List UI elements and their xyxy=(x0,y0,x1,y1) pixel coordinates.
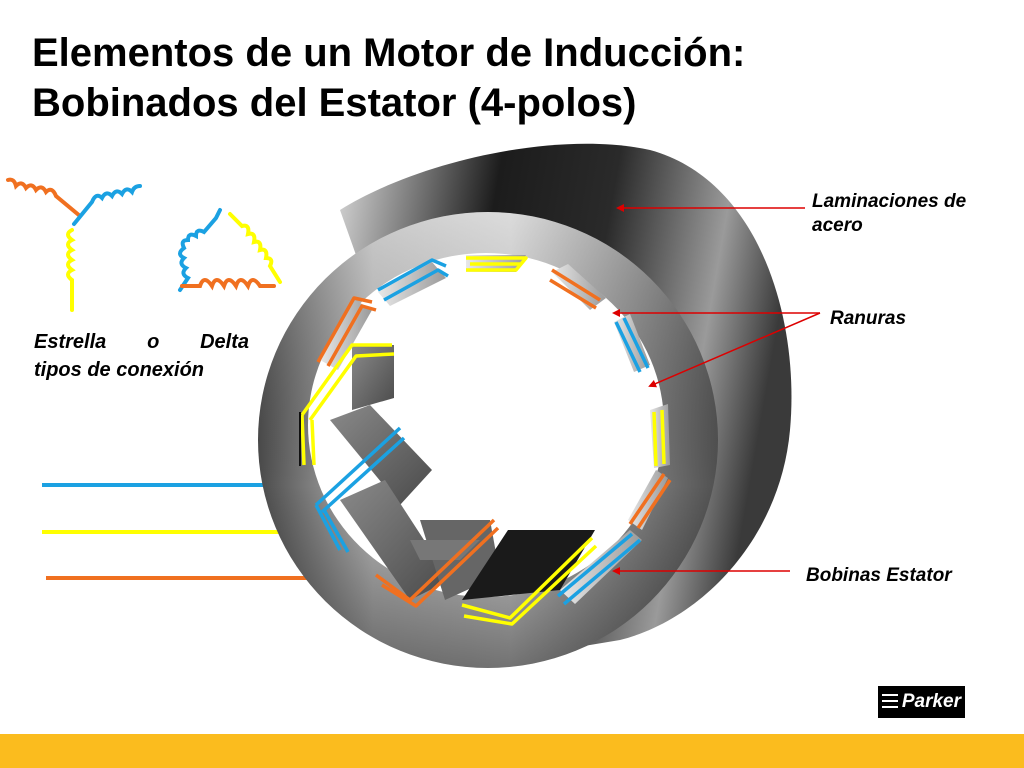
coil-blue-right xyxy=(614,321,642,373)
label-laminaciones: Laminaciones de acero xyxy=(812,190,966,238)
coil-yellow-right xyxy=(652,411,658,467)
coil-yellow-left xyxy=(300,343,392,417)
coil-orange-right-bottom xyxy=(628,473,666,525)
coil-blue-left xyxy=(314,426,402,507)
label-laminaciones-line2: acero xyxy=(812,215,863,236)
label-conexion-line2: tipos de conexión xyxy=(34,359,205,381)
title-line-2: Bobinados del Estator (4-polos) xyxy=(32,81,637,125)
star-connection-icon xyxy=(6,177,142,312)
label-conexion-line1: Estrella o Delta xyxy=(34,331,249,353)
stator-teeth xyxy=(330,345,595,600)
coil-yellow-bottom xyxy=(461,536,594,620)
coil-orange-right-top xyxy=(551,268,601,302)
coil-blue-bottom-right xyxy=(556,532,634,598)
parker-logo: Parker xyxy=(878,686,965,718)
title-line-1: Elementos de un Motor de Inducción: xyxy=(32,31,746,75)
delta-connection-icon xyxy=(178,208,282,292)
coil-orange-left xyxy=(316,296,373,363)
label-bobinas: Bobinas Estator xyxy=(806,565,952,586)
logo-stripes xyxy=(882,694,898,712)
label-laminaciones-line1: Laminaciones de xyxy=(812,191,967,212)
coil-blue-upper-left xyxy=(377,258,447,292)
logo-text: Parker xyxy=(901,691,961,712)
label-conexion: Estrella o Delta tipos de conexión xyxy=(34,328,249,384)
arrow-ranuras-2 xyxy=(648,312,821,388)
coil-orange-bottom-left xyxy=(374,518,496,602)
stator-coils xyxy=(299,256,672,626)
bottom-accent-bar xyxy=(0,734,1024,768)
slide-title: Elementos de un Motor de Inducción: Bobi… xyxy=(32,28,992,128)
label-ranuras: Ranuras xyxy=(830,308,907,329)
coil-yellow-top xyxy=(466,256,528,272)
